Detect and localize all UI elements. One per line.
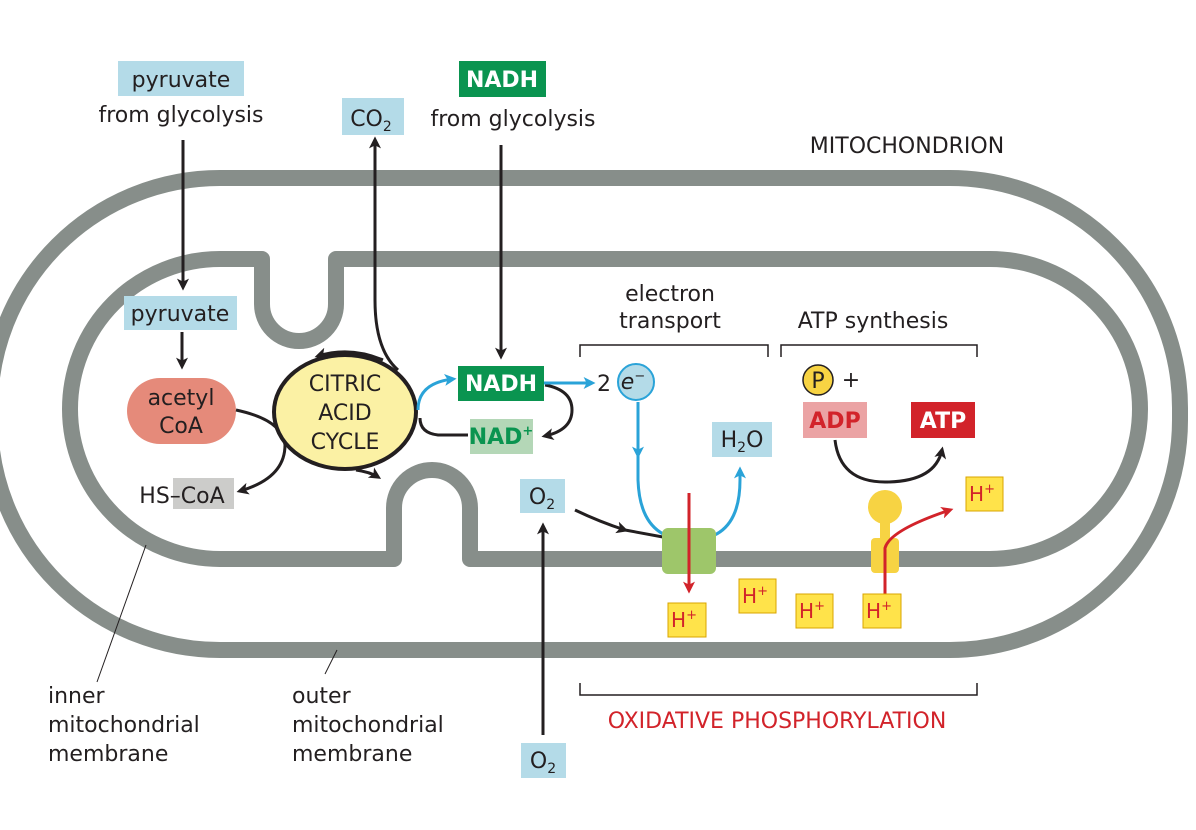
- inner-label-2: mitochondrial: [48, 713, 200, 738]
- mitochondrion-label: MITOCHONDRION: [810, 134, 1004, 159]
- pyruvate-inner-box: [124, 296, 237, 330]
- acetyl-label-2: CoA: [159, 414, 203, 439]
- svg-text:H+: H+: [742, 584, 768, 608]
- outer-membrane: [0, 170, 1188, 658]
- adp-label: ADP: [809, 409, 860, 434]
- hs-coa-box: [173, 478, 234, 509]
- arrow-proton-through-synthase: [883, 506, 954, 600]
- nad-plus-box: [470, 419, 533, 454]
- nadh-inner-label: NADH: [465, 372, 537, 397]
- citric-label-1: CITRIC: [309, 372, 381, 397]
- inner-membrane-pointer: [96, 544, 147, 683]
- electron-transport-bracket: [579, 344, 769, 357]
- atp-synthase-stalk: [880, 520, 890, 542]
- electron-circle: [617, 363, 655, 401]
- acetyl-coa-node: [127, 378, 236, 444]
- oxidative-phosphorylation-label: OXIDATIVE PHOSPHORYLATION: [608, 709, 947, 734]
- nadh-top-label: NADH: [466, 68, 538, 93]
- acetyl-label-1: acetyl: [148, 386, 215, 411]
- outer-membrane-pointer: [324, 649, 338, 675]
- outer-label-3: membrane: [292, 742, 412, 767]
- arrow-nad-to-cycle: [418, 417, 468, 437]
- atp-synthesis-bracket: [780, 344, 978, 357]
- o2-bottom-box: [521, 743, 566, 778]
- h-plus-space-1: H+: [667, 602, 707, 638]
- atp-synthesis-label: ATP synthesis: [798, 309, 949, 334]
- svg-text:H+: H+: [866, 599, 892, 623]
- pyruvate-top-box: [118, 61, 244, 96]
- arrow-adp-to-atp: [833, 439, 947, 484]
- plus-label: +: [842, 368, 860, 393]
- h-plus-space-4: H+: [862, 593, 902, 629]
- svg-text:H+: H+: [969, 482, 995, 506]
- outer-label-2: mitochondrial: [292, 713, 444, 738]
- phosphate-label: P: [811, 369, 824, 394]
- h-plus-space-2: H+: [738, 578, 777, 614]
- from-glycolysis-left: from glycolysis: [98, 103, 263, 128]
- arrow-cycle-to-nadh: [416, 373, 457, 411]
- h-plus-space-3: H+: [795, 593, 834, 629]
- citric-acid-cycle: [272, 353, 418, 471]
- nadh-inner-box: [458, 366, 544, 401]
- arrow-co2-out: [369, 136, 400, 372]
- inner-membrane: [62, 251, 1148, 567]
- atp-synthase-head: [868, 490, 902, 524]
- inner-label-1: inner: [48, 684, 106, 709]
- svg-text:H+: H+: [799, 599, 825, 623]
- electron-label: e−: [621, 369, 645, 395]
- co2-box: [342, 98, 404, 135]
- nad-plus-label: NAD+: [469, 424, 534, 450]
- cycle-arrow-top: [314, 347, 384, 362]
- electron-label-1: electron: [625, 282, 715, 307]
- arrow-nadh-loop: [541, 383, 574, 441]
- h2o-box: [712, 422, 772, 457]
- svg-text:H+: H+: [671, 608, 697, 632]
- from-glycolysis-right: from glycolysis: [430, 107, 595, 132]
- h2o-label: H2O: [721, 428, 764, 456]
- pyruvate-inner-label: pyruvate: [131, 302, 230, 327]
- h-plus-matrix: H+: [965, 476, 1004, 512]
- arrow-o2-to-complex: [574, 508, 629, 534]
- phosphate-circle: [802, 364, 834, 396]
- citric-label-2: ACID: [318, 401, 371, 426]
- atp-label: ATP: [920, 409, 966, 434]
- o2-inner-label: O2: [529, 485, 555, 513]
- o2-bottom-label: O2: [530, 749, 556, 777]
- hs-coa-label: HS–CoA: [139, 484, 224, 509]
- co2-label: CO2: [350, 107, 392, 135]
- outer-label-1: outer: [292, 684, 352, 709]
- pyruvate-top-label: pyruvate: [132, 68, 231, 93]
- adp-box: [803, 402, 867, 438]
- atp-box: [911, 402, 975, 438]
- inner-label-3: membrane: [48, 742, 168, 767]
- nadh-top-box: [459, 61, 546, 97]
- cycle-arrow-bottom: [355, 467, 382, 479]
- o2-inner-box: [520, 479, 565, 513]
- electron-label-2: transport: [619, 309, 721, 334]
- two-label: 2: [597, 372, 611, 397]
- citric-label-3: CYCLE: [311, 430, 380, 455]
- oxidative-bracket: [579, 683, 978, 696]
